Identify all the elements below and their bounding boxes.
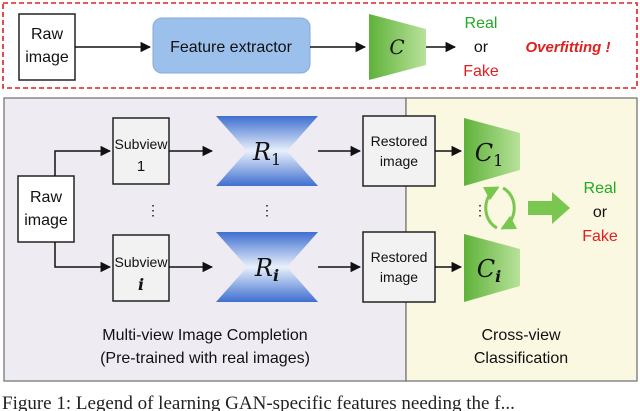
arrow-raw-to-subview-1 xyxy=(54,145,112,176)
feature-extractor-label: Feature extractor xyxy=(170,39,293,56)
subview-i-box xyxy=(112,234,170,302)
fake-label: Fake xyxy=(582,228,618,245)
raw-image-label-1: Raw xyxy=(30,189,62,206)
classifier-1-shape xyxy=(464,118,520,186)
restored-image-i-box xyxy=(362,231,436,303)
top-fake-label: Fake xyxy=(463,63,499,80)
top-frame xyxy=(2,2,638,89)
classifier-i-shape xyxy=(464,234,520,302)
completion-caption-2: (Pre-trained with real images) xyxy=(100,350,310,367)
restorer-ellipsis: ⋮ xyxy=(260,202,274,218)
subview-1-index: 1 xyxy=(137,158,145,175)
restored-image-1-label-2: image xyxy=(380,153,418,169)
figure-caption: Figure 1: Legend of learning GAN-specifi… xyxy=(2,393,515,411)
classification-panel xyxy=(405,97,638,382)
top-raw-image-box xyxy=(18,13,76,81)
restored-image-1-label-1: Restored xyxy=(371,133,428,149)
top-or-label: or xyxy=(474,39,489,56)
subview-i-index: i xyxy=(138,275,144,294)
arrow-raw-to-subview-i xyxy=(54,242,112,273)
raw-image-box xyxy=(17,175,75,243)
classification-caption-1: Cross-view xyxy=(481,327,561,344)
real-label: Real xyxy=(584,180,617,197)
or-label: or xyxy=(593,204,608,221)
overfitting-warning: Overfitting ! xyxy=(526,39,611,56)
restored-image-1-box xyxy=(362,115,436,187)
restored-image-i-label-2: image xyxy=(380,269,418,285)
completion-caption-1: Multi-view Image Completion xyxy=(102,327,307,344)
restorer-1-shape xyxy=(216,116,318,186)
restored-image-i-label-1: Restored xyxy=(371,249,428,265)
restorer-i-shape xyxy=(216,232,318,302)
top-raw-image-label-2: image xyxy=(25,49,69,66)
restorer-1-label: R1 xyxy=(252,138,281,169)
output-arrow-icon xyxy=(528,192,570,224)
subview-1-label: Subview xyxy=(115,136,169,152)
cycle-arrow-down xyxy=(500,186,518,230)
feature-extractor-box xyxy=(152,17,311,74)
subview-i-label: Subview xyxy=(115,254,169,270)
classifier-ellipsis: ⋮ xyxy=(473,202,487,218)
cycle-arrow-up xyxy=(482,186,500,230)
restorer-i-label: Ri xyxy=(254,254,279,285)
top-classifier-shape xyxy=(369,14,426,80)
raw-image-label-2: image xyxy=(24,212,68,229)
subview-ellipsis: ⋮ xyxy=(146,202,160,218)
top-raw-image-label-1: Raw xyxy=(31,26,63,43)
top-classifier-label: C xyxy=(389,35,404,59)
top-real-label: Real xyxy=(465,15,498,32)
classifier-i-label: Ci xyxy=(477,255,501,286)
classification-caption-2: Classification xyxy=(474,350,568,367)
classifier-1-label: C1 xyxy=(475,139,504,170)
